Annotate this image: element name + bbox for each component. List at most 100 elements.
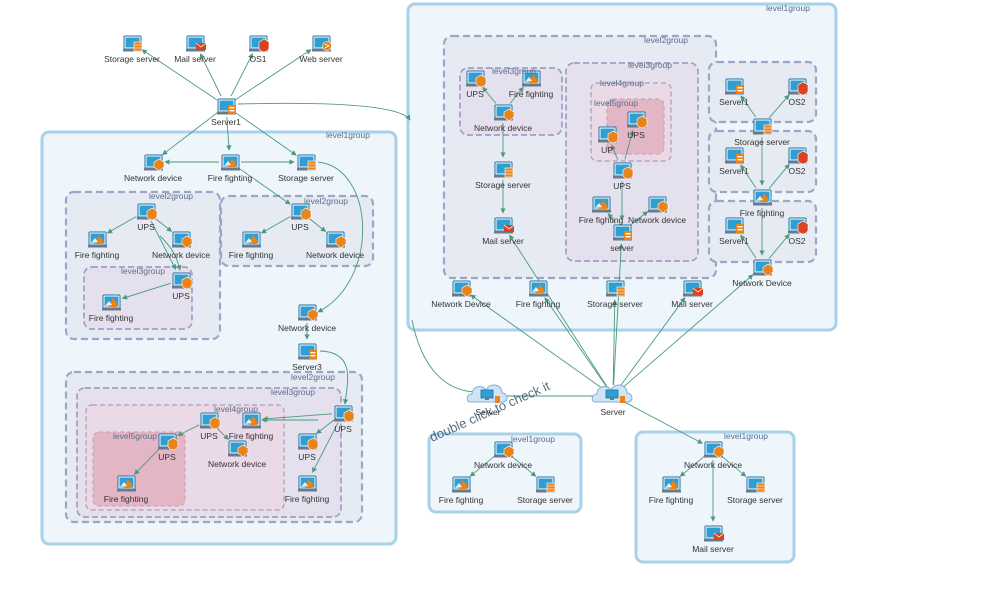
node-c4-fire[interactable]: Fire fighting (229, 412, 274, 441)
edge-s2_fire-to-s2_server (740, 164, 757, 189)
node-b-ups[interactable]: UPS (291, 203, 312, 232)
node-a-fire[interactable]: Fire fighting (75, 231, 120, 260)
group-l2-s1[interactable] (707, 60, 818, 124)
node-s3-os2[interactable]: OS2 (788, 217, 809, 246)
fire-fighting-icon (753, 189, 772, 206)
node-b-fire[interactable]: Fire fighting (229, 231, 274, 260)
node-label: UP (601, 145, 613, 155)
node-cloud-server2[interactable]: Server (466, 384, 508, 417)
group-label-l3-r2: level3group (628, 60, 672, 70)
node-c5-ups[interactable]: UPS (158, 433, 179, 462)
node-s1-storage[interactable]: Storage server (734, 118, 790, 147)
node-server1[interactable]: Server1 (211, 98, 241, 127)
node-c4-ups[interactable]: UPS (200, 412, 221, 441)
node-s1-os2[interactable]: OS2 (788, 78, 809, 107)
node-label: Network device (306, 250, 364, 260)
node-br-netdev[interactable]: Network device (684, 441, 742, 470)
node-web-top[interactable]: Web server (299, 35, 343, 64)
node-c-fire-mid[interactable]: Fire fighting (285, 475, 330, 504)
group-l1-bottom-right[interactable] (634, 430, 796, 564)
node-l-netdev[interactable]: Network device (124, 154, 182, 183)
node-br-fire[interactable]: Fire fighting (649, 476, 694, 505)
edge-c5_ups-to-c5_fire (133, 448, 160, 475)
node-r5-ups[interactable]: UPS (627, 111, 648, 140)
node-os1[interactable]: OS1 (249, 35, 270, 64)
node-rb-netdev[interactable]: Network Device (431, 280, 491, 309)
node-storage-top[interactable]: Storage server (104, 35, 160, 64)
group-l2-b[interactable] (219, 194, 375, 268)
node-s2-os2[interactable]: OS2 (788, 147, 809, 176)
node-server3[interactable]: Server3 (292, 343, 322, 372)
node-label: Fire fighting (229, 250, 274, 260)
node-r-ups[interactable]: UPS (466, 70, 487, 99)
ups-icon (627, 111, 648, 129)
node-a-ups[interactable]: UPS (137, 203, 158, 232)
group-l5-c[interactable] (92, 431, 186, 507)
node-label: UPS (334, 424, 352, 434)
node-label: Server1 (719, 236, 749, 246)
network-device-icon (704, 441, 725, 459)
node-l-netdev2[interactable]: Network device (278, 304, 336, 333)
node-cloud-server[interactable]: Server (591, 384, 633, 417)
server-icon (725, 217, 744, 234)
node-r-netdev[interactable]: Network device (474, 104, 532, 133)
node-s1-server[interactable]: Server1 (719, 78, 749, 107)
node-b-netdev[interactable]: Network device (306, 231, 364, 260)
node-br-mail[interactable]: Mail server (692, 525, 734, 554)
node-label: Network device (474, 123, 532, 133)
node-label: Storage server (727, 495, 783, 505)
node-label: Mail server (692, 544, 734, 554)
node-mail-top[interactable]: Mail server (174, 35, 216, 64)
edge-server1-to-l_netdev (161, 112, 218, 156)
node-s3-server[interactable]: Server1 (719, 217, 749, 246)
node-c-ups-right[interactable]: UPS (334, 405, 355, 434)
edge-c4_ups-to-c5_ups (177, 424, 200, 437)
node-label: Server1 (719, 166, 749, 176)
node-r-storage[interactable]: Storage server (475, 161, 531, 190)
node-label: Storage server (278, 173, 334, 183)
node-c-ups-mid[interactable]: UPS (298, 433, 319, 462)
fire-fighting-icon (88, 231, 107, 248)
group-l3-a[interactable] (83, 266, 193, 330)
node-l-storage[interactable]: Storage server (278, 154, 334, 183)
ups-icon (158, 433, 179, 451)
node-r4-server[interactable]: server (610, 224, 634, 253)
node-s2-fire[interactable]: Fire fighting (740, 189, 785, 218)
node-label: OS1 (249, 54, 266, 64)
node-r-fire[interactable]: Fire fighting (509, 70, 554, 99)
edge-bl_netdev-to-bl_storage (511, 455, 537, 477)
node-r4-ups[interactable]: UPS (613, 162, 634, 191)
node-rb-storage[interactable]: Storage server (587, 280, 643, 309)
ups-icon (298, 433, 319, 451)
node-c5-fire[interactable]: Fire fighting (104, 475, 149, 504)
node-r4-fire[interactable]: Fire fighting (579, 196, 624, 225)
node-a3-ups[interactable]: UPS (172, 272, 193, 301)
storage-server-icon (536, 476, 556, 493)
node-c4-netdev[interactable]: Network device (208, 440, 266, 469)
node-a3-fire[interactable]: Fire fighting (89, 294, 134, 323)
node-s2-server[interactable]: Server1 (719, 147, 749, 176)
node-l-fire[interactable]: Fire fighting (208, 154, 253, 183)
node-label: Mail server (671, 299, 713, 309)
node-r4-netdev[interactable]: Network device (628, 196, 686, 225)
node-br-storage[interactable]: Storage server (727, 476, 783, 505)
node-r-mail[interactable]: Mail server (482, 217, 524, 246)
node-rb-mail[interactable]: Mail server (671, 280, 713, 309)
fire-fighting-icon (592, 196, 611, 213)
node-rb-fire[interactable]: Fire fighting (516, 280, 561, 309)
node-label: Fire fighting (229, 431, 274, 441)
node-label: UPS (158, 452, 176, 462)
storage-server-icon (297, 154, 317, 171)
node-label: server (610, 243, 634, 253)
node-label: Web server (299, 54, 342, 64)
node-bl-storage[interactable]: Storage server (517, 476, 573, 505)
node-label: UPS (200, 431, 218, 441)
node-a-netdev[interactable]: Network device (152, 231, 210, 260)
node-label: UPS (613, 181, 631, 191)
node-s3-netdev[interactable]: Network Device (732, 259, 792, 288)
node-bl-fire[interactable]: Fire fighting (439, 476, 484, 505)
node-r4-ups-hidden[interactable]: UP (598, 126, 619, 155)
node-label: UPS (298, 452, 316, 462)
node-bl-netdev[interactable]: Network device (474, 441, 532, 470)
